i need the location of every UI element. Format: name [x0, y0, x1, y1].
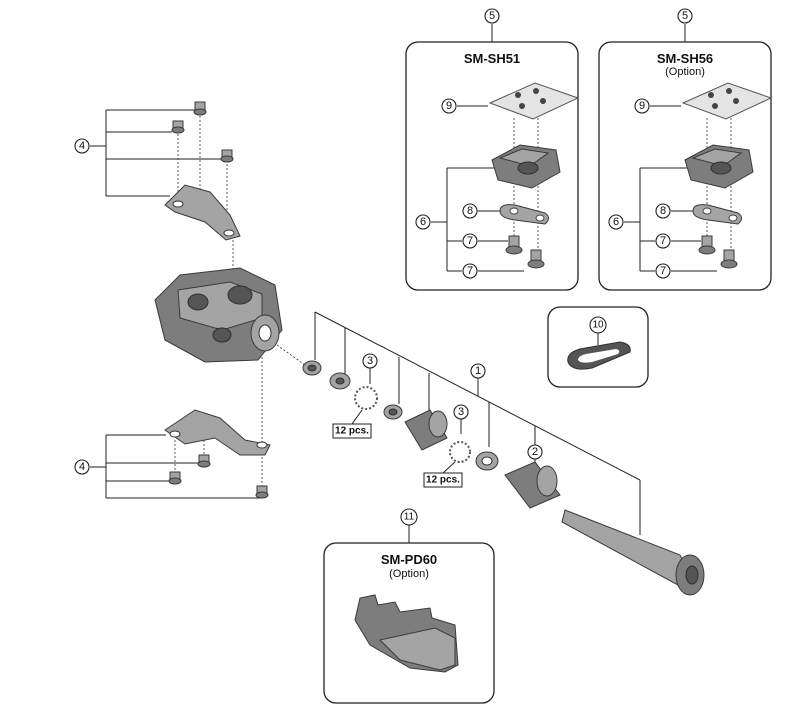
box-sm-sh51-title: SM-SH51 [464, 51, 520, 66]
svg-text:6: 6 [613, 216, 619, 228]
svg-text:3: 3 [458, 406, 464, 418]
callout-6b: 6 [608, 214, 624, 230]
ball-bearings-set-1 [354, 386, 378, 410]
spindle-axle [561, 509, 705, 596]
callout-6a: 6 [415, 214, 431, 230]
lock-nut [504, 461, 561, 509]
cleat-bolts-sh56 [698, 235, 738, 269]
box-sm-pd60-title: SM-PD60 [381, 552, 437, 567]
svg-text:7: 7 [467, 235, 473, 247]
callout-7b: 7 [462, 263, 478, 279]
callout-8b: 8 [655, 203, 671, 219]
svg-text:5: 5 [682, 10, 688, 22]
svg-text:7: 7 [660, 265, 666, 277]
axle-bearing-2 [329, 372, 351, 390]
callout-5b: 5 [677, 8, 693, 24]
box-sm-pd60-subtitle: (Option) [389, 568, 429, 580]
ball-bearings-set-2 [449, 441, 471, 463]
box-sm-sh56-title: SM-SH56 [657, 51, 713, 66]
callout-2: 2 [527, 444, 543, 460]
callout-5a: 5 [484, 8, 500, 24]
callout-7d: 7 [655, 263, 671, 279]
callout-11: 11 [400, 508, 418, 526]
svg-text:3: 3 [367, 355, 373, 367]
svg-text:10: 10 [592, 320, 604, 331]
cleat-nut-sh51 [499, 204, 549, 225]
cleat-plate-sh51 [488, 82, 580, 120]
svg-text:7: 7 [660, 235, 666, 247]
callout-9a: 9 [441, 98, 457, 114]
callout-4b: 4 [74, 459, 90, 475]
callout-1: 1 [470, 363, 486, 379]
svg-text:9: 9 [446, 100, 452, 112]
callout-7a: 7 [462, 233, 478, 249]
callout-4a: 4 [74, 138, 90, 154]
callout-3a: 3 [362, 353, 378, 369]
cleat-spacer [567, 341, 631, 370]
axle-cone [475, 451, 499, 471]
svg-text:7: 7 [467, 265, 473, 277]
svg-text:4: 4 [79, 461, 85, 473]
qty-label-2-text: 12 pcs. [426, 475, 460, 486]
bottom-cleat-plate [164, 409, 271, 499]
axle-sleeve [404, 409, 448, 451]
qty-label-1-text: 12 pcs. [335, 426, 369, 437]
callout-7c: 7 [655, 233, 671, 249]
svg-text:4: 4 [79, 140, 85, 152]
callout-8a: 8 [462, 203, 478, 219]
box-sm-sh56-subtitle: (Option) [665, 66, 705, 78]
qty-label-1: 12 pcs. [332, 423, 372, 439]
callout-3b: 3 [453, 404, 469, 420]
cleat-plate-sh56 [681, 82, 773, 120]
svg-text:5: 5 [489, 10, 495, 22]
cleat-nut-sh56 [692, 204, 742, 225]
callout-9b: 9 [634, 98, 650, 114]
top-cleat-plate [164, 101, 241, 241]
pedal-body [154, 267, 283, 363]
cleat-bolts-sh51 [505, 235, 545, 269]
svg-text:11: 11 [404, 512, 415, 523]
svg-text:1: 1 [475, 365, 481, 377]
callout-10: 10 [589, 316, 607, 334]
axle-bearing-1 [302, 360, 322, 376]
svg-text:8: 8 [467, 205, 473, 217]
leader-lines [90, 24, 732, 543]
axle-bushing-1 [383, 404, 403, 420]
svg-text:8: 8 [660, 205, 666, 217]
svg-text:6: 6 [420, 216, 426, 228]
cleat-sh51 [491, 144, 561, 189]
cleat-sh56 [684, 144, 754, 189]
qty-label-2: 12 pcs. [423, 472, 463, 488]
svg-text:2: 2 [532, 446, 538, 458]
pedal-adapter [354, 594, 459, 673]
svg-text:9: 9 [639, 100, 645, 112]
